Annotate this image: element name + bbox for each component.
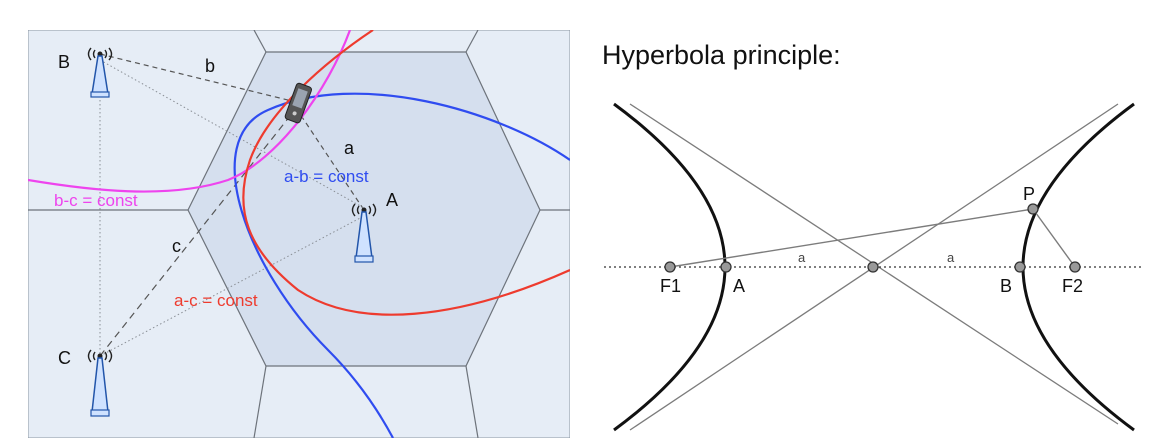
- mobile-phone-icon: [284, 82, 313, 124]
- curve-ab-label: a-b = const: [284, 167, 369, 186]
- line-c: [99, 115, 291, 357]
- tower-b-label: B: [58, 52, 70, 72]
- line-b: [99, 53, 297, 103]
- distance-c-label: c: [172, 236, 181, 256]
- line-f1-p: [669, 208, 1034, 268]
- tower-b-icon: [87, 47, 113, 98]
- distance-b-label: b: [205, 56, 215, 76]
- label-b: B: [1000, 276, 1012, 296]
- curve-ab: [233, 92, 570, 438]
- hyperbola-title: Hyperbola principle:: [602, 40, 841, 70]
- point-b: [1014, 261, 1026, 273]
- cell-grid: [28, 30, 570, 438]
- distance-a-label: a: [344, 138, 355, 158]
- line-p-f2: [1032, 208, 1076, 268]
- point-center: [867, 261, 879, 273]
- hyperbola-diagram: F1 A B F2 P a a: [604, 102, 1144, 432]
- tower-a-icon: [351, 203, 377, 263]
- point-p: [1027, 203, 1039, 215]
- curve-ac-label: a-c = const: [174, 291, 258, 310]
- point-f2: [1069, 261, 1081, 273]
- tdoa-diagram: B A C b a c a-b = const b-c = const a-c …: [28, 30, 570, 438]
- tower-a-label: A: [386, 190, 398, 210]
- line-a: [295, 107, 365, 211]
- curve-bc: [28, 30, 352, 193]
- tower-c-icon: [87, 349, 113, 417]
- semi-axis-label-left: a: [798, 250, 806, 265]
- semi-axis-label-right: a: [947, 250, 955, 265]
- label-a: A: [733, 276, 745, 296]
- tower-c-label: C: [58, 348, 71, 368]
- label-f1: F1: [660, 276, 681, 296]
- point-a: [720, 261, 732, 273]
- curve-bc-label: b-c = const: [54, 191, 138, 210]
- range-lines: [99, 53, 365, 357]
- label-p: P: [1023, 184, 1035, 204]
- tower-baselines: [99, 59, 365, 357]
- point-f1: [664, 261, 676, 273]
- label-f2: F2: [1062, 276, 1083, 296]
